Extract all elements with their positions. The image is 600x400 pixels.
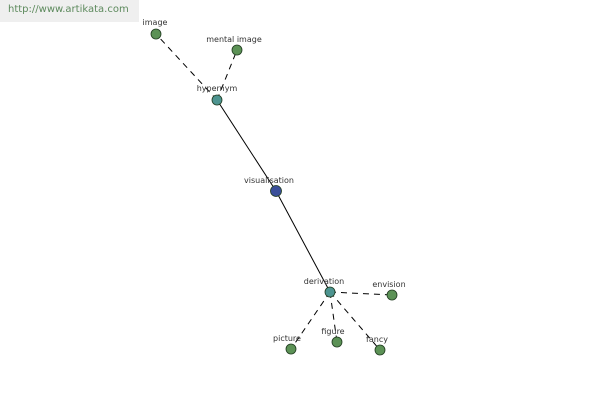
node-picture-label[interactable]: picture: [273, 334, 301, 343]
node-derivation-dot[interactable]: [324, 286, 336, 298]
edge-hypernym-mental-image: [216, 49, 238, 101]
node-visualisation-dot[interactable]: [270, 185, 282, 197]
edge-visualisation-hypernym: [216, 99, 277, 192]
node-figure-dot[interactable]: [331, 336, 343, 348]
node-mental-image-label[interactable]: mental image: [206, 35, 262, 44]
node-envision-dot[interactable]: [386, 289, 398, 301]
node-image[interactable]: image: [143, 18, 168, 40]
edge-derivation-picture: [290, 291, 331, 350]
node-figure[interactable]: figure: [321, 327, 345, 348]
edge-visualisation-derivation: [275, 190, 331, 293]
site-url-banner[interactable]: http://www.artikata.com: [0, 0, 139, 22]
node-derivation-label[interactable]: derivation: [304, 277, 344, 286]
node-hypernym-label[interactable]: hypernym: [197, 84, 238, 93]
edge-hypernym-image: [155, 33, 218, 101]
node-hypernym-dot[interactable]: [211, 94, 223, 106]
node-figure-label[interactable]: figure: [321, 327, 344, 336]
node-envision[interactable]: envision: [372, 280, 406, 301]
node-picture[interactable]: picture: [273, 334, 301, 355]
node-mental-image-dot[interactable]: [231, 44, 243, 56]
node-fancy-label[interactable]: fancy: [366, 335, 388, 344]
node-image-label[interactable]: image: [143, 18, 168, 27]
node-fancy[interactable]: fancy: [366, 335, 388, 356]
node-hypernym[interactable]: hypernym: [197, 84, 238, 106]
node-mental-image[interactable]: mental image: [206, 35, 262, 56]
node-visualisation[interactable]: visualisation: [244, 176, 294, 197]
edge-derivation-envision: [329, 291, 393, 296]
node-derivation[interactable]: derivation: [304, 277, 344, 298]
node-fancy-dot[interactable]: [374, 344, 386, 356]
edge-derivation-figure: [329, 291, 338, 343]
nodes-layer: image mental image hypernym visualisation de…: [143, 18, 406, 356]
node-envision-label[interactable]: envision: [372, 280, 405, 289]
edges-layer: [155, 33, 393, 351]
edge-derivation-fancy: [329, 291, 381, 351]
node-picture-dot[interactable]: [285, 343, 297, 355]
node-visualisation-label[interactable]: visualisation: [244, 176, 294, 185]
node-image-dot[interactable]: [150, 28, 162, 40]
